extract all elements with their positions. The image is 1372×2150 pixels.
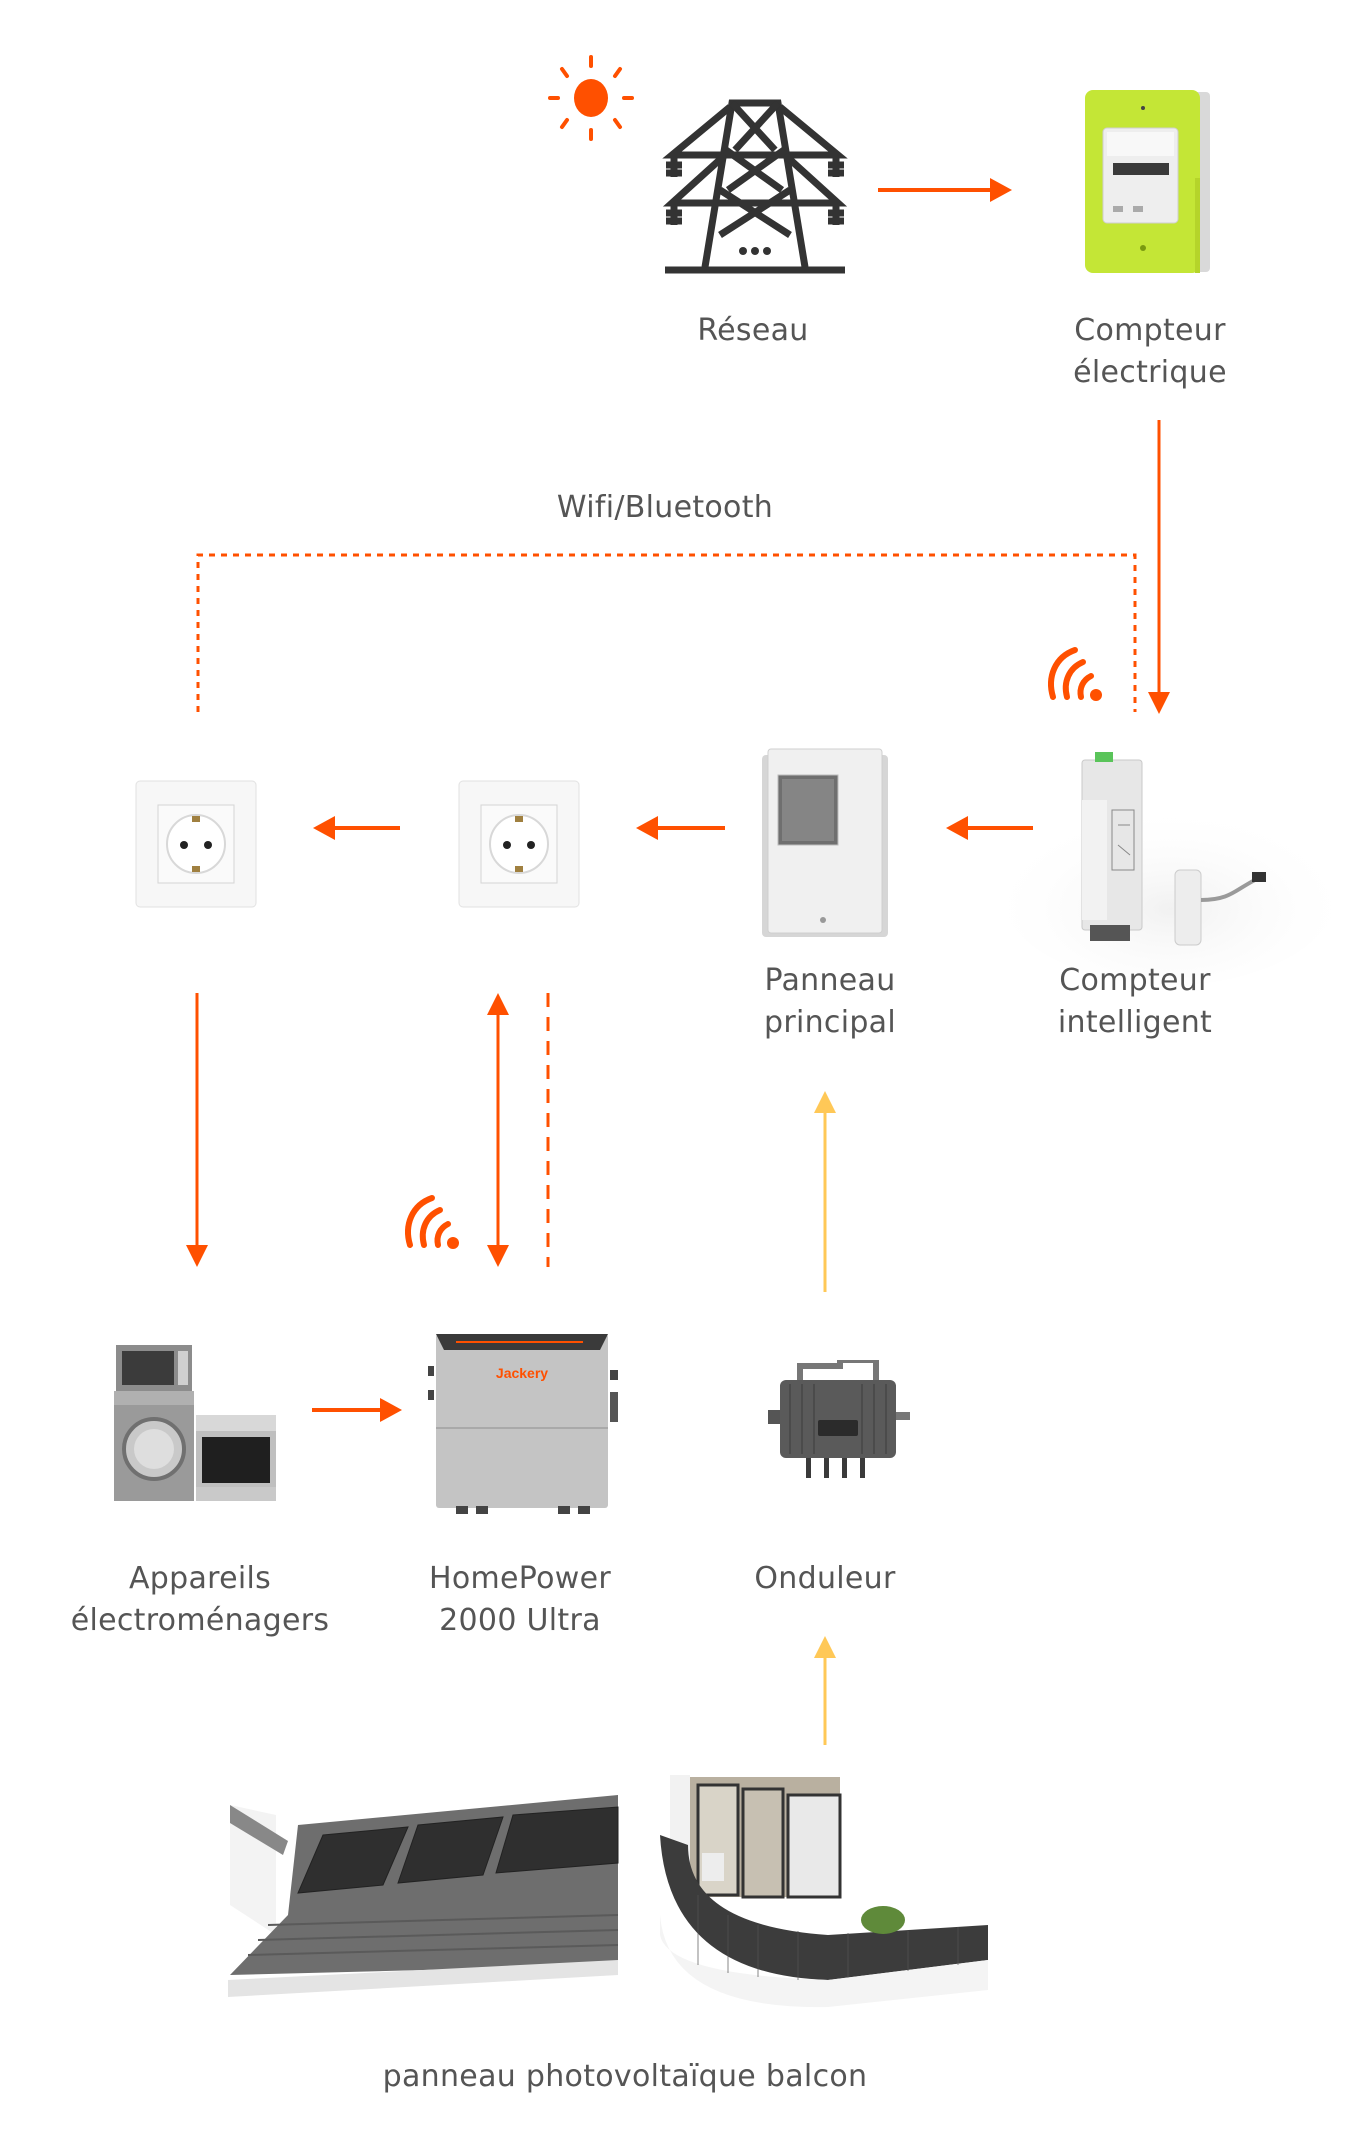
electric-meter-image bbox=[1085, 90, 1210, 273]
sun-icon bbox=[548, 55, 634, 141]
arrow-meter-to-smart-meter bbox=[1148, 420, 1170, 714]
arrow-socket2-homepower-bidirectional bbox=[487, 993, 509, 1267]
arrow-inverter-to-panel bbox=[814, 1091, 836, 1292]
arrow-panel-to-socket2 bbox=[636, 816, 725, 840]
homepower-label: HomePower 2000 Ultra bbox=[429, 1561, 611, 1638]
appliances-label: Appareils électroménagers bbox=[70, 1561, 330, 1638]
arrow-grid-to-meter bbox=[878, 178, 1012, 202]
grid-label: Réseau bbox=[697, 313, 809, 348]
arrow-appliances-to-homepower bbox=[312, 1398, 402, 1422]
solar-roof-image bbox=[228, 1795, 619, 1997]
brand-logo: Jackery bbox=[496, 1365, 548, 1381]
electric-meter-label: Compteur électrique bbox=[1073, 313, 1227, 390]
smart-meter-label: Compteur intelligent bbox=[1057, 963, 1213, 1040]
solar-roof-balcony-image bbox=[228, 1775, 988, 2008]
wifi-icon bbox=[1048, 647, 1102, 701]
arrow-socket2-to-socket1 bbox=[313, 816, 400, 840]
appliances-image bbox=[114, 1345, 276, 1501]
arrow-socket1-to-appliances bbox=[186, 993, 208, 1267]
micro-inverter-image bbox=[768, 1360, 910, 1478]
main-panel-label: Panneau principal bbox=[763, 963, 897, 1040]
arrow-solar-to-inverter bbox=[814, 1636, 836, 1745]
solar-panels-label: panneau photovoltaïque balcon bbox=[382, 2059, 868, 2094]
wall-socket-image bbox=[135, 780, 257, 908]
battery-unit-image: Jackery bbox=[428, 1334, 618, 1514]
wifi-icon bbox=[405, 1195, 459, 1249]
wireless-link-dotted bbox=[196, 553, 1137, 712]
distribution-panel-image bbox=[762, 748, 888, 937]
power-tower-icon bbox=[662, 99, 848, 274]
wireless-label: Wifi/Bluetooth bbox=[556, 490, 774, 525]
smart-meter-image bbox=[1000, 752, 1340, 985]
arrow-smart-meter-to-panel bbox=[946, 816, 1033, 840]
inverter-label: Onduleur bbox=[754, 1561, 896, 1596]
wall-socket-image bbox=[458, 780, 580, 908]
solar-balcony-image bbox=[660, 1775, 988, 2008]
